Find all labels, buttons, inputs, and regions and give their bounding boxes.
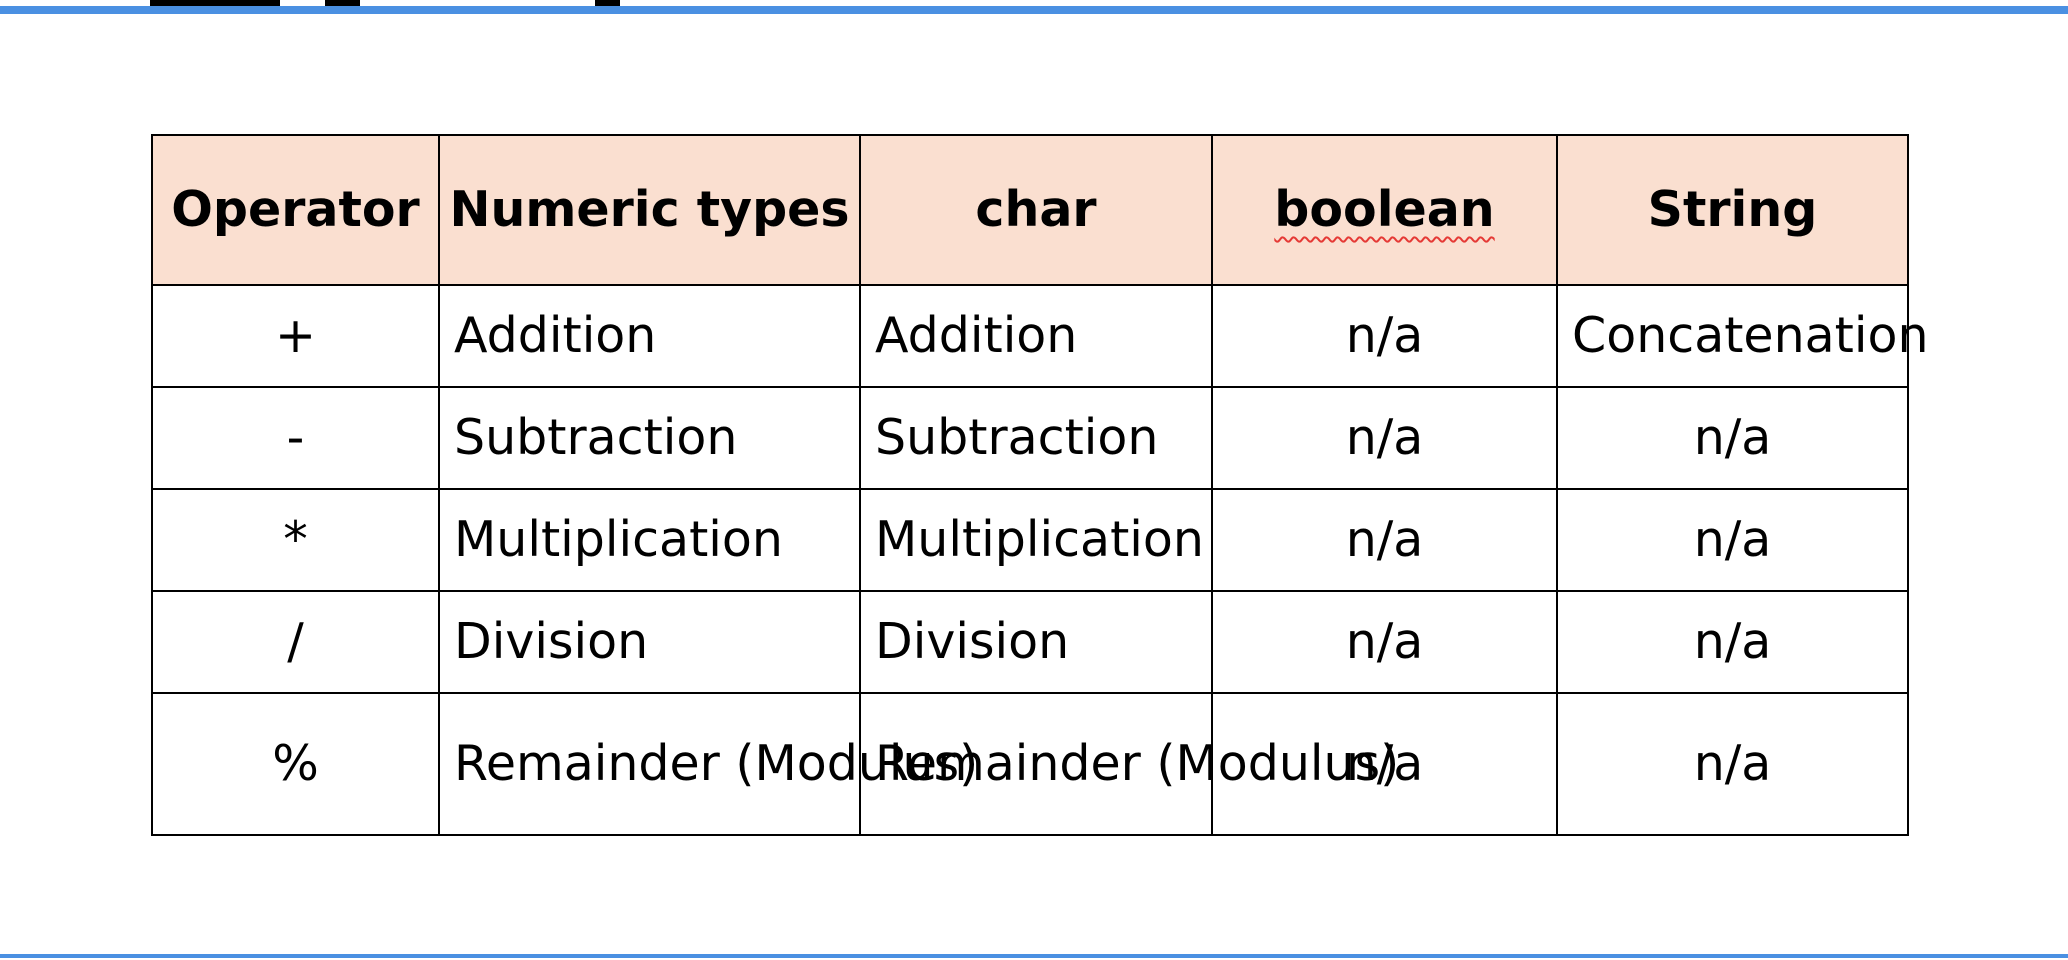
cell-char: Multiplication (859, 488, 1213, 592)
cell-string: n/a (1556, 386, 1909, 490)
clipped-title-fragment (150, 0, 850, 6)
cell-numeric: Multiplication (438, 488, 861, 592)
cell-boolean: n/a (1211, 692, 1558, 836)
cell-char: Division (859, 590, 1213, 694)
cell-char: Addition (859, 284, 1213, 388)
cell-char: Remainder (Modulus) (859, 692, 1399, 836)
operators-table: Operator Numeric types char boolean Stri… (151, 134, 1929, 836)
cell-boolean: n/a (1211, 488, 1558, 592)
bottom-accent-rule (0, 954, 2068, 958)
cell-numeric: Addition (438, 284, 861, 388)
table-header-row: Operator Numeric types char boolean Stri… (151, 134, 1909, 286)
cell-operator: * (151, 488, 440, 592)
cell-string: n/a (1556, 590, 1909, 694)
header-operator: Operator (151, 134, 440, 286)
cell-string: Concatenation (1556, 284, 1929, 388)
table-row: / Division Division n/a n/a (151, 590, 1909, 694)
header-char: char (859, 134, 1213, 286)
top-accent-rule (0, 6, 2068, 14)
cell-string: n/a (1556, 692, 1909, 836)
cell-string: n/a (1556, 488, 1909, 592)
cell-operator: / (151, 590, 440, 694)
table-row: - Subtraction Subtraction n/a n/a (151, 386, 1909, 490)
cell-operator: % (151, 692, 440, 836)
cell-numeric: Remainder (Modulus) (438, 692, 978, 836)
cell-boolean: n/a (1211, 386, 1558, 490)
cell-operator: - (151, 386, 440, 490)
header-numeric-types: Numeric types (438, 134, 861, 286)
cell-boolean: n/a (1211, 284, 1558, 388)
table-row: + Addition Addition n/a Concatenation (151, 284, 1929, 388)
cell-boolean: n/a (1211, 590, 1558, 694)
cell-operator: + (151, 284, 440, 388)
header-boolean-label: boolean (1274, 181, 1495, 238)
cell-numeric: Division (438, 590, 861, 694)
table-row: % Remainder (Modulus) Remainder (Modulus… (151, 692, 1909, 836)
header-string: String (1556, 134, 1909, 286)
table-row: * Multiplication Multiplication n/a n/a (151, 488, 1909, 592)
cell-char: Subtraction (859, 386, 1213, 490)
cell-numeric: Subtraction (438, 386, 861, 490)
header-boolean: boolean (1211, 134, 1558, 286)
